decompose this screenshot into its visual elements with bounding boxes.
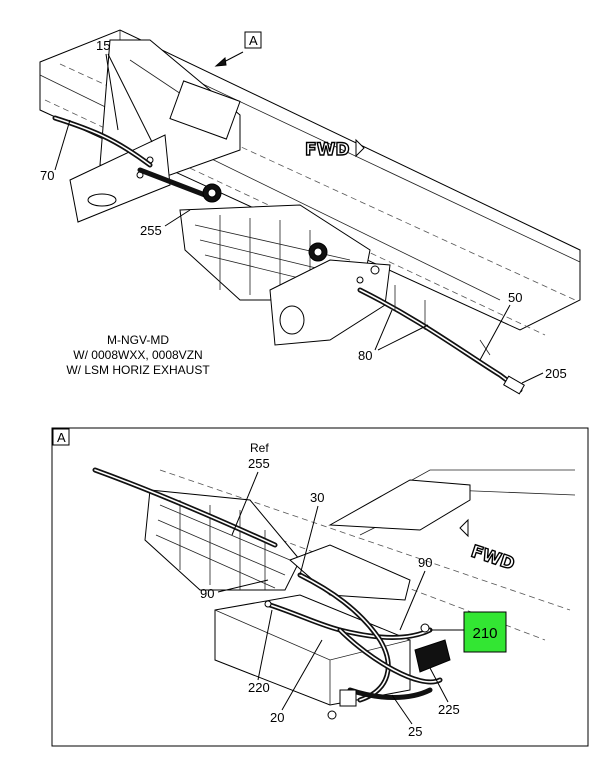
callout-20: 20 bbox=[270, 710, 284, 725]
callout-220: 220 bbox=[248, 680, 270, 695]
note-model: M-NGV-MD bbox=[107, 333, 169, 347]
callout-30: 30 bbox=[310, 490, 324, 505]
fwd-label: FWD bbox=[305, 140, 349, 160]
detail-a-view: A FWD Ref 2 bbox=[51, 427, 589, 747]
callout-80: 80 bbox=[358, 348, 372, 363]
callout-70: 70 bbox=[40, 168, 54, 183]
callout-90-right: 90 bbox=[418, 555, 432, 570]
highlight-box-210[interactable] bbox=[463, 611, 507, 653]
view-ref-label: A bbox=[249, 33, 258, 48]
rear-crossmember bbox=[99, 39, 241, 176]
callout-255-top: 255 bbox=[140, 223, 162, 238]
callout-90-left: 90 bbox=[200, 586, 214, 601]
callout-25: 25 bbox=[408, 724, 422, 739]
note-exhaust: W/ LSM HORIZ EXHAUST bbox=[66, 363, 210, 377]
callout-225: 225 bbox=[438, 702, 460, 717]
front-mount-bracket bbox=[269, 259, 391, 346]
callout-205: 205 bbox=[545, 366, 567, 381]
callout-210: 210 bbox=[472, 625, 497, 642]
view-ref-box bbox=[244, 31, 262, 49]
callout-255-detail: 255 bbox=[248, 456, 270, 471]
fwd-arrow-icon bbox=[355, 138, 365, 158]
view-arrow-icon bbox=[214, 57, 227, 67]
note-option-codes: W/ 0008WXX, 0008VZN bbox=[73, 348, 202, 362]
ref-label: Ref bbox=[250, 441, 269, 455]
detail-muffler bbox=[144, 489, 301, 591]
detail-label-box bbox=[52, 428, 70, 446]
frame-bracket bbox=[69, 134, 171, 223]
top-view: FWD A 15 70 255 50 80 205 M-NGV-MD W/ 00… bbox=[39, 29, 581, 395]
callout-50: 50 bbox=[508, 290, 522, 305]
callout-15: 15 bbox=[96, 38, 110, 53]
detail-fwd-arrow-icon bbox=[459, 518, 469, 538]
detail-label: A bbox=[57, 430, 66, 445]
